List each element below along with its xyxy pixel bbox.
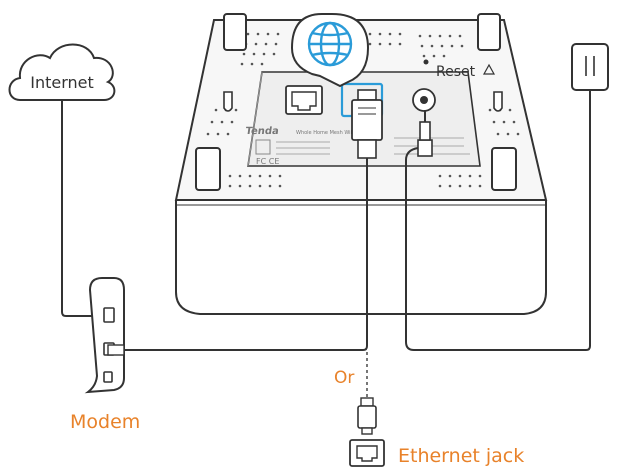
power-adapter [571,43,609,91]
device-to-modem-cable [112,158,368,351]
globe-icon [307,21,353,67]
model-label: Whole Home Mesh WiFi System [296,130,375,136]
reset-label: Reset [436,64,476,80]
modem-body [84,277,125,394]
power-jack [412,88,436,112]
power-cable [405,90,591,351]
device-lower-body [175,200,547,315]
internet-to-modem-cable [61,100,104,317]
cert-marks: FC CE [256,157,279,166]
internet-callout [290,13,370,88]
ethernet-port-lan [285,85,323,115]
brand-label: Tenda [245,126,280,137]
modem-cable-plug [107,344,125,356]
ethernet-jack-label: Ethernet jack [398,445,524,467]
foot-top-left [223,13,247,51]
or-label: Or [334,368,354,388]
foot-top-right [477,13,501,51]
wall-mount-slots [223,91,503,112]
internet-cloud: Internet [8,43,116,101]
vent-dots [206,32,520,188]
cloud-icon [8,43,116,101]
ethernet-plug-device [351,89,383,159]
foot-bottom-right [491,147,517,191]
ethernet-jack-icon [349,439,385,467]
modem-wan-port [103,307,115,323]
qr-code [255,139,271,155]
ethernet-plug-wall [357,397,377,435]
internet-label: Internet [30,73,94,92]
callout-bubble [290,13,370,88]
power-adapter-icon [571,43,609,91]
mesh-device: Reset Tenda Whole Home Mesh WiFi System … [174,13,548,315]
power-plug [417,110,433,157]
reset-triangle [482,63,496,75]
modem-label: Modem [70,411,140,433]
modem-power-port [103,371,113,383]
foot-bottom-left [195,147,221,191]
reset-icon [423,59,429,65]
product-label: Tenda Whole Home Mesh WiFi System FC CE [245,126,470,166]
modem [84,277,125,394]
